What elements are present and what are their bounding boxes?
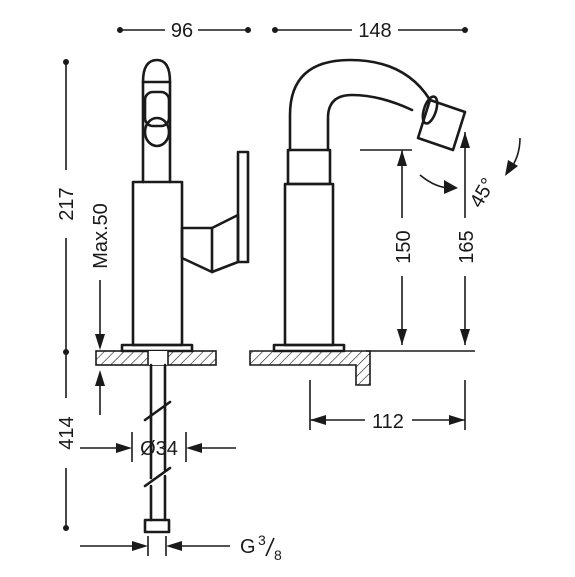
faucet-side-view <box>120 58 250 353</box>
dim-spout-150: 150 <box>360 149 415 352</box>
dim-hole-diameter: Ø34 <box>80 432 236 462</box>
dim-label-150: 150 <box>393 230 415 263</box>
dim-angle: 45° <box>419 137 521 212</box>
dim-label-96: 96 <box>171 20 193 42</box>
thread-den: 8 <box>274 547 282 563</box>
dim-spout-165: 165 <box>412 132 478 352</box>
thread-label-g: G <box>240 536 256 558</box>
dim-thread: G 3 8 <box>80 532 282 563</box>
hose-pipe <box>143 363 172 534</box>
dim-label-217: 217 <box>56 187 78 220</box>
dim-label-d34: Ø34 <box>140 438 178 460</box>
dim-label-45: 45° <box>466 174 500 211</box>
faucet-front-view <box>272 58 467 353</box>
dim-label-414: 414 <box>56 416 78 449</box>
dim-reach-112: 112 <box>309 380 466 433</box>
dim-label-max50: Max.50 <box>90 203 112 269</box>
dim-label-112: 112 <box>372 411 404 433</box>
dim-top-right: 148 <box>272 20 468 42</box>
dim-top-left: 96 <box>117 20 251 42</box>
dim-label-148: 148 <box>358 20 391 42</box>
counter-right <box>249 350 371 386</box>
counter-left <box>95 350 217 366</box>
thread-num: 3 <box>258 532 266 548</box>
dim-max-thickness: Max.50 <box>90 203 112 415</box>
dim-label-165: 165 <box>456 230 478 263</box>
dim-left-vertical: 217 414 <box>56 59 78 531</box>
